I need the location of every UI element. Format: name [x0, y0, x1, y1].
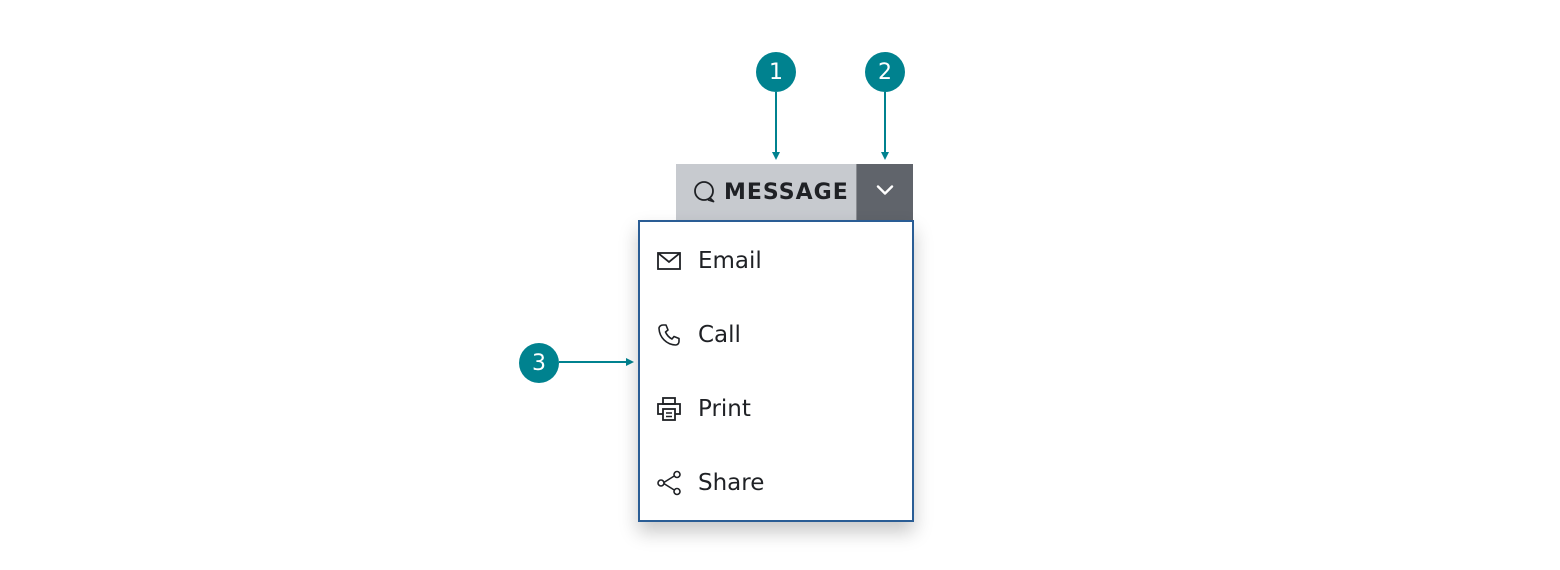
menu-item-share[interactable]: Share: [640, 446, 912, 520]
menu-item-label: Email: [698, 248, 762, 274]
message-button[interactable]: MESSAGE: [676, 164, 856, 220]
callout-1: 1: [756, 52, 796, 92]
chevron-down-icon: [874, 179, 896, 206]
split-button: MESSAGE: [676, 164, 913, 220]
menu-item-label: Print: [698, 396, 751, 422]
printer-icon: [656, 396, 682, 422]
dropdown-menu: Email Call Print: [638, 220, 914, 522]
callout-2: 2: [865, 52, 905, 92]
share-icon: [656, 470, 682, 496]
callout-3: 3: [519, 343, 559, 383]
phone-icon: [656, 322, 682, 348]
menu-item-label: Call: [698, 322, 741, 348]
mail-icon: [656, 248, 682, 274]
message-button-label: MESSAGE: [724, 179, 849, 205]
message-icon: [692, 180, 716, 204]
menu-item-print[interactable]: Print: [640, 372, 912, 446]
menu-item-label: Share: [698, 470, 765, 496]
menu-item-email[interactable]: Email: [640, 224, 912, 298]
dropdown-toggle-button[interactable]: [856, 164, 913, 220]
menu-item-call[interactable]: Call: [640, 298, 912, 372]
